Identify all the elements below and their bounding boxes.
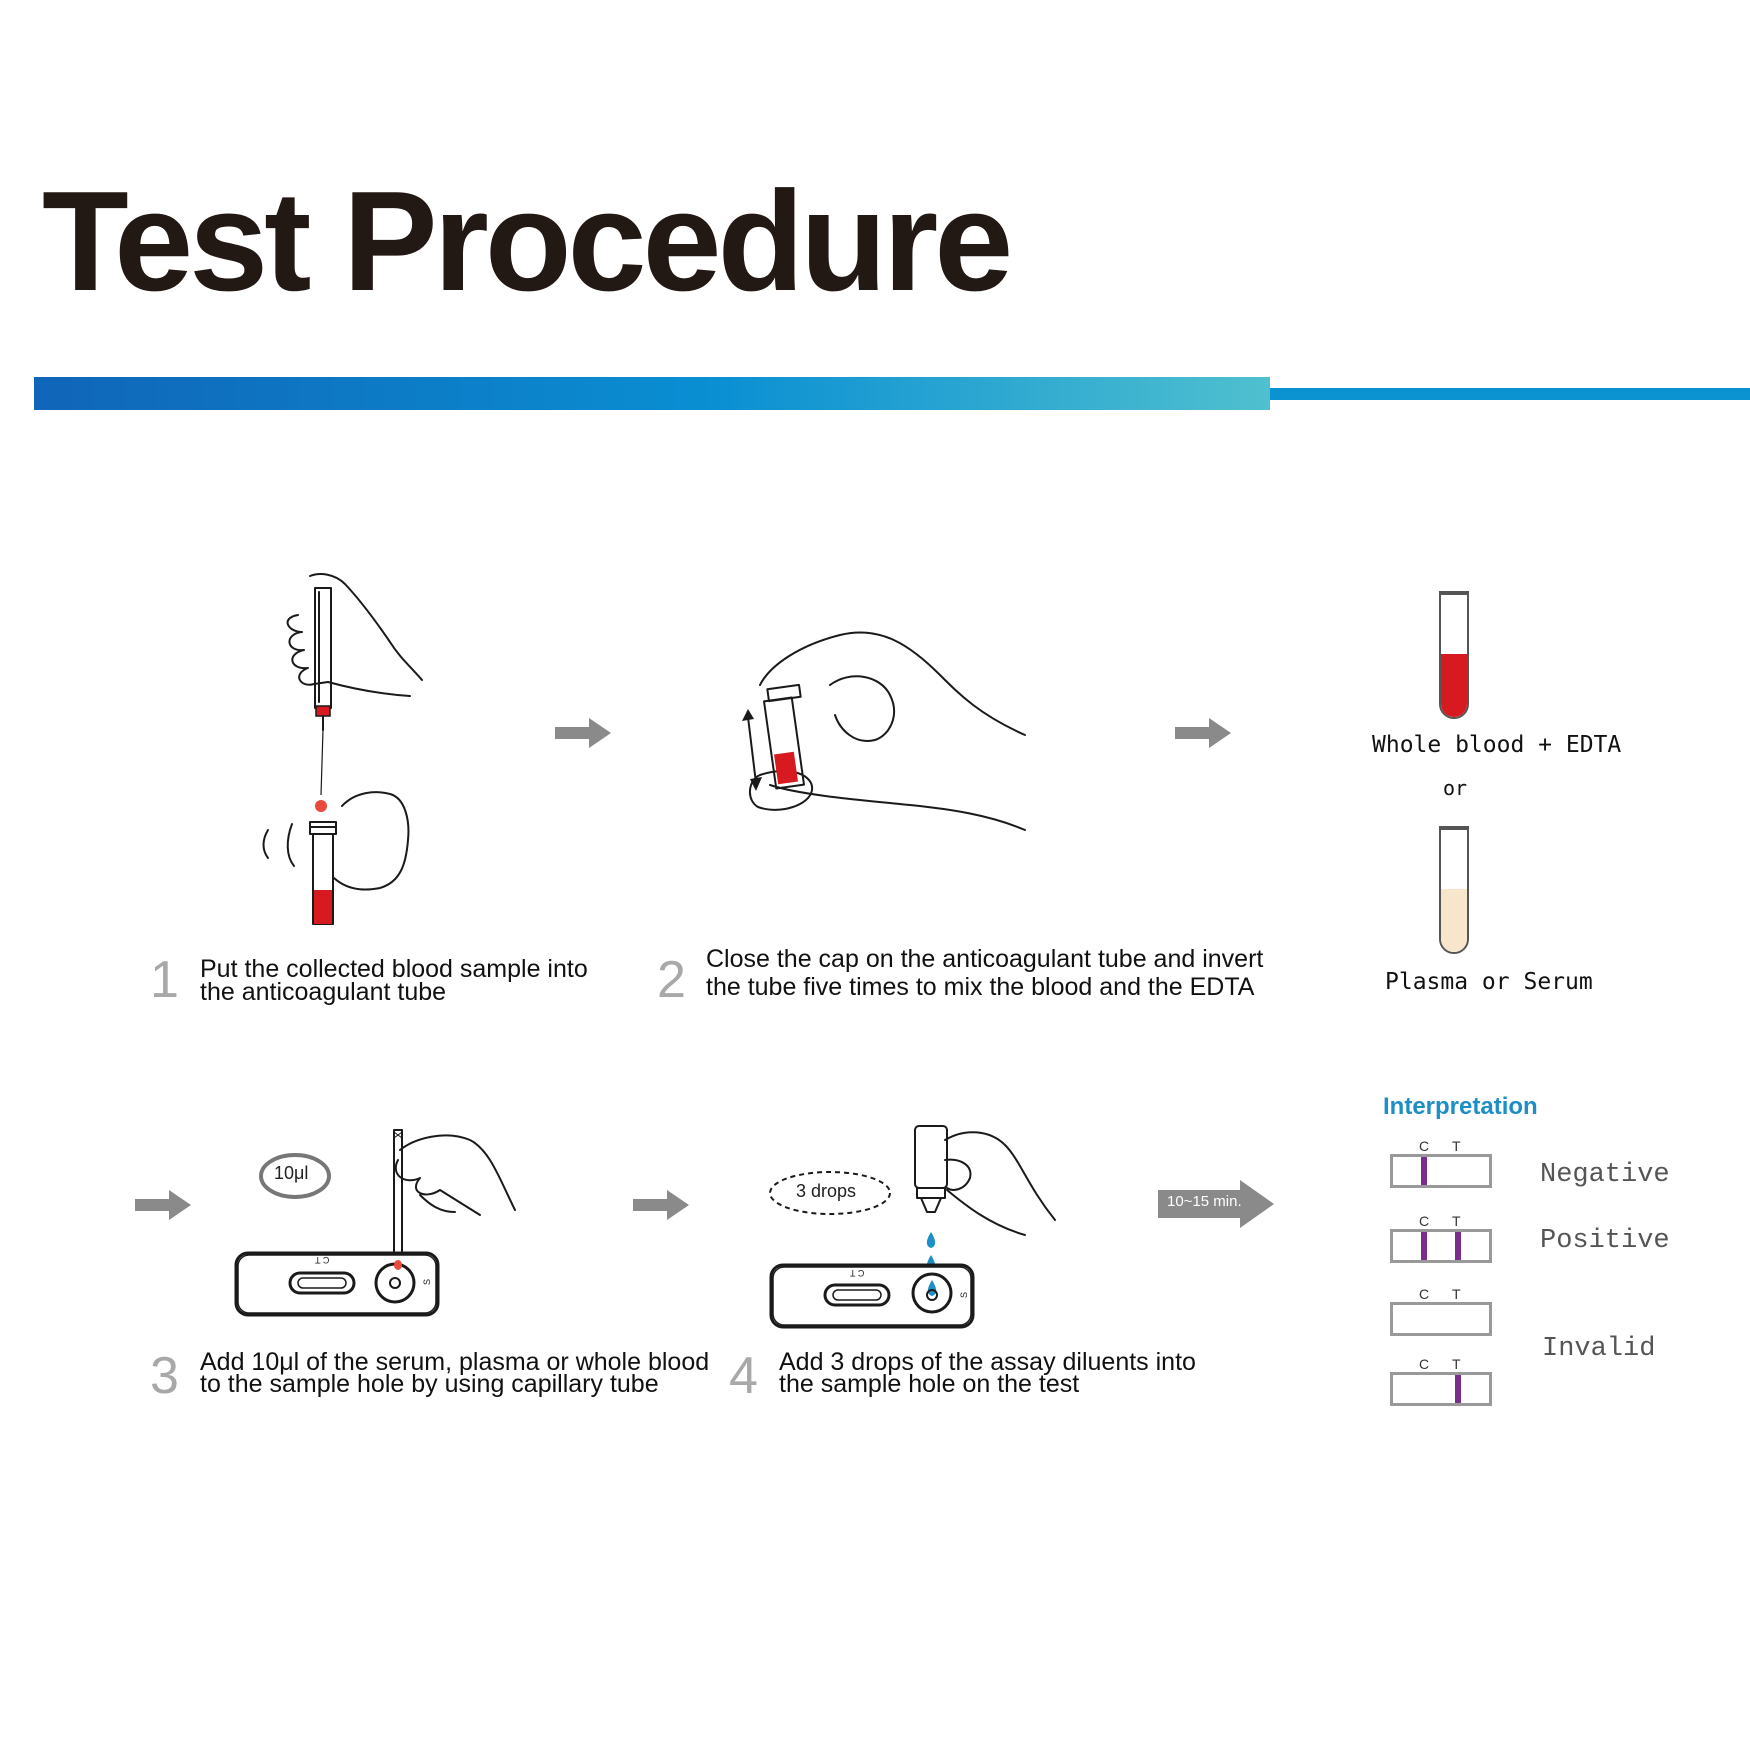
step-4-text-line2: the sample hole on the test (779, 1370, 1080, 1398)
interpretation-title: Interpretation (1383, 1093, 1538, 1120)
dropper-bottle-icon (914, 1125, 948, 1213)
whole-blood-tube-icon (1439, 591, 1469, 719)
whole-blood-label: Whole blood + EDTA (1372, 732, 1622, 758)
drops-badge (769, 1171, 891, 1215)
edta-tube-icon (763, 696, 805, 790)
step1-illustration (262, 573, 423, 925)
blood-drop-icon (315, 800, 327, 812)
step-2-text-line2: the tube five times to mix the blood and… (706, 973, 1255, 1001)
header-gradient-bar (34, 377, 1270, 410)
step4-illustration (769, 1125, 1056, 1329)
step-1-text-line2: the anticoagulant tube (200, 978, 447, 1006)
strip-c-label: C (1419, 1138, 1430, 1154)
strip-t-label: T (1452, 1138, 1461, 1154)
test-line (1455, 1232, 1461, 1260)
result-label-negative: Negative (1540, 1160, 1670, 1190)
strip-c-label: C (1419, 1286, 1430, 1302)
cassette-s-mark: S (959, 1291, 970, 1299)
hand-icon (759, 631, 1026, 736)
cassette-ct-marks: C T (850, 1268, 864, 1278)
step2-illustration (742, 631, 1026, 831)
time-label: 10~15 min. (1167, 1193, 1242, 1210)
hand-icon (399, 1134, 516, 1211)
strip-t-label: T (1452, 1286, 1461, 1302)
step-3-text-line2: to the sample hole by using capillary tu… (200, 1370, 659, 1398)
step-4-text-line1: Add 3 drops of the assay diluents into (779, 1348, 1196, 1376)
step-3-text-line1: Add 10μl of the serum, plasma or whole b… (200, 1348, 710, 1376)
strip-window (1390, 1154, 1492, 1188)
result-label-positive: Positive (1540, 1226, 1670, 1256)
step-4-number: 4 (729, 1347, 758, 1405)
syringe-icon (314, 587, 332, 709)
test-cassette-icon (769, 1263, 975, 1329)
plasma-tube-icon (1439, 826, 1469, 954)
test-line (1455, 1375, 1461, 1403)
volume-badge-label: 10μl (274, 1163, 309, 1183)
arrow-right-icon (555, 718, 611, 748)
header-thin-bar (1270, 388, 1750, 400)
or-label: or (1443, 776, 1468, 800)
step3-illustration (234, 1129, 516, 1317)
volume-badge (259, 1153, 331, 1199)
strip-window (1390, 1302, 1492, 1336)
invert-double-arrow-icon (742, 709, 762, 791)
arrow-right-icon (1175, 718, 1231, 748)
cassette-s-mark: S (422, 1278, 433, 1286)
cassette-c-mark: C (857, 1268, 865, 1278)
arrow-right-icon (633, 1190, 689, 1220)
step-3-number: 3 (150, 1347, 179, 1405)
plasma-label: Plasma or Serum (1385, 969, 1593, 995)
cassette-t-mark: T (850, 1268, 856, 1278)
timer-arrow-icon (1158, 1180, 1274, 1228)
arrow-right-icon (135, 1190, 191, 1220)
result-label-invalid: Invalid (1542, 1334, 1656, 1364)
strip-c-label: C (1419, 1213, 1430, 1229)
cassette-ct-marks: C T (315, 1255, 329, 1265)
upper-hand-icon (309, 573, 423, 681)
step-2-text-line1: Close the cap on the anticoagulant tube … (706, 945, 1264, 973)
strip-t-label: T (1452, 1356, 1461, 1372)
step-1-text-line1: Put the collected blood sample into (200, 955, 588, 983)
cassette-t-mark: T (315, 1255, 321, 1265)
step-2-number: 2 (657, 951, 686, 1009)
diluent-drop-icon (926, 1232, 936, 1248)
page-title: Test Procedure (42, 162, 1013, 321)
strip-t-label: T (1452, 1213, 1461, 1229)
control-line (1421, 1157, 1427, 1185)
test-cassette-icon (234, 1251, 440, 1317)
drops-badge-label: 3 drops (796, 1181, 857, 1201)
cassette-c-mark: C (322, 1255, 330, 1265)
hand-icon (944, 1131, 1056, 1221)
control-line (1421, 1232, 1427, 1260)
step-1-number: 1 (150, 951, 179, 1009)
strip-window (1390, 1372, 1492, 1406)
strip-c-label: C (1419, 1356, 1430, 1372)
strip-window (1390, 1229, 1492, 1263)
